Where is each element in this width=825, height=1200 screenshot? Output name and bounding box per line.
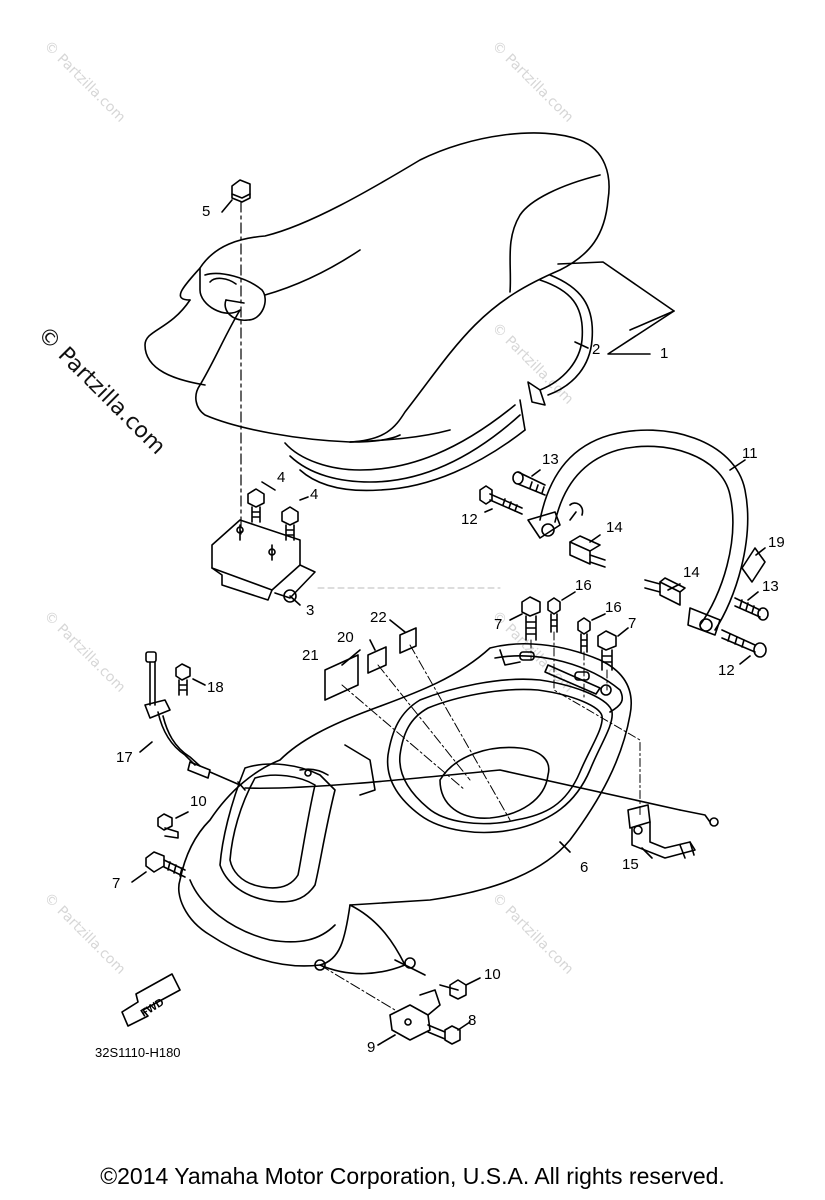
bolt-12-lower-drawing — [721, 629, 767, 658]
leader-20 — [369, 639, 376, 651]
leader-15 — [641, 847, 653, 859]
label-leaders — [341, 644, 511, 821]
callout-22: 22 — [370, 609, 387, 626]
leader-7b — [617, 627, 629, 637]
callout-5: 5 — [202, 203, 211, 220]
leader-4b — [299, 496, 309, 501]
leader-14a — [589, 534, 601, 543]
bolt-7-lower-drawing — [145, 851, 186, 878]
leader-18 — [192, 678, 206, 686]
leader-16b — [591, 613, 606, 621]
bolt-10-left-drawing — [157, 813, 179, 839]
callout-15: 15 — [622, 856, 639, 873]
callout-16a: 16 — [575, 577, 592, 594]
callout-17: 17 — [116, 749, 133, 766]
callout-20: 20 — [337, 629, 354, 646]
leader-12b — [739, 655, 751, 665]
leader-6 — [559, 841, 571, 853]
label-21-drawing — [324, 654, 359, 701]
bolt-4-right-drawing — [281, 506, 299, 541]
callout-7c: 7 — [112, 875, 121, 892]
callout-7a: 7 — [494, 616, 503, 633]
bolt-7-left-drawing — [521, 596, 541, 641]
callout-10a: 10 — [190, 793, 207, 810]
leader-14b — [667, 583, 681, 591]
storage-box-6-drawing — [178, 642, 632, 976]
bolt-5-drawing — [221, 179, 251, 213]
leader-13a — [531, 469, 541, 477]
leader-19 — [755, 547, 766, 556]
callout-4b: 4 — [310, 486, 319, 503]
leader-8 — [457, 1021, 471, 1031]
seat-drawing — [144, 132, 610, 443]
spacer-14-upper-drawing — [569, 535, 606, 568]
callout-14b: 14 — [683, 564, 700, 581]
diagram-code: 32S1110-H180 — [95, 1045, 181, 1060]
bracket-9-drawing — [389, 989, 441, 1041]
leader-11 — [729, 459, 746, 471]
callout-9: 9 — [367, 1039, 376, 1056]
leader-12a — [484, 508, 493, 513]
bolt-10-right-drawing — [439, 979, 467, 1000]
callout-6: 6 — [580, 859, 589, 876]
leader-10b — [465, 977, 481, 986]
bracket-3-drawing — [211, 519, 316, 603]
callout-3: 3 — [306, 602, 315, 619]
leader-7a — [509, 613, 523, 621]
callout-19: 19 — [768, 534, 785, 551]
grab-bar-11-drawing — [527, 429, 749, 636]
copyright-notice: ©2014 Yamaha Motor Corporation, U.S.A. A… — [100, 1163, 725, 1189]
bolt-18-drawing — [175, 663, 191, 696]
bolt-16-right-drawing — [577, 617, 591, 653]
bolt-16-left-drawing — [547, 597, 561, 633]
callout-10b: 10 — [484, 966, 501, 983]
fwd-arrow-icon — [121, 973, 181, 1027]
callout-16b: 16 — [605, 599, 622, 616]
label-19-drawing — [741, 547, 766, 583]
leader-16a — [561, 591, 576, 601]
leader-1 — [607, 310, 675, 355]
callout-18: 18 — [207, 679, 224, 696]
callout-13a: 13 — [542, 451, 559, 468]
bolt-13-lower-drawing — [734, 597, 769, 621]
seat-lock-15-drawing — [627, 804, 696, 859]
callout-8: 8 — [468, 1012, 477, 1029]
leader-4a — [261, 481, 276, 491]
leader-9 — [377, 1034, 396, 1046]
callout-4a: 4 — [277, 469, 286, 486]
seat-lock-cable-17-drawing — [144, 651, 719, 827]
bolt-7-right-drawing — [597, 630, 617, 671]
leader-21 — [341, 649, 361, 666]
bolt-4-left-drawing — [247, 488, 265, 523]
bolt-13-upper-drawing — [512, 471, 546, 496]
callout-13b: 13 — [762, 578, 779, 595]
leader-22 — [389, 619, 406, 633]
label-22-drawing — [399, 627, 417, 654]
leader-10a — [175, 811, 189, 819]
leader-2 — [574, 341, 589, 349]
callout-1: 1 — [660, 345, 669, 362]
leader-3 — [289, 595, 301, 606]
callout-14a: 14 — [606, 519, 623, 536]
leader-17 — [139, 741, 153, 753]
bolt-12-upper-drawing — [479, 485, 523, 515]
callout-7b: 7 — [628, 615, 637, 632]
callout-12b: 12 — [718, 662, 735, 679]
callout-2: 2 — [592, 341, 601, 358]
leader-13b — [747, 591, 759, 601]
spacer-14-lower-drawing — [644, 577, 686, 606]
seat-base-drawing — [284, 261, 675, 492]
callout-12a: 12 — [461, 511, 478, 528]
bolt-centerlines — [530, 631, 641, 816]
centerline-9 — [319, 964, 396, 1011]
bolt-8-drawing — [427, 1024, 461, 1045]
label-20-drawing — [367, 646, 387, 674]
callout-21: 21 — [302, 647, 319, 664]
callout-11: 11 — [742, 445, 758, 462]
leader-7c — [131, 871, 147, 883]
